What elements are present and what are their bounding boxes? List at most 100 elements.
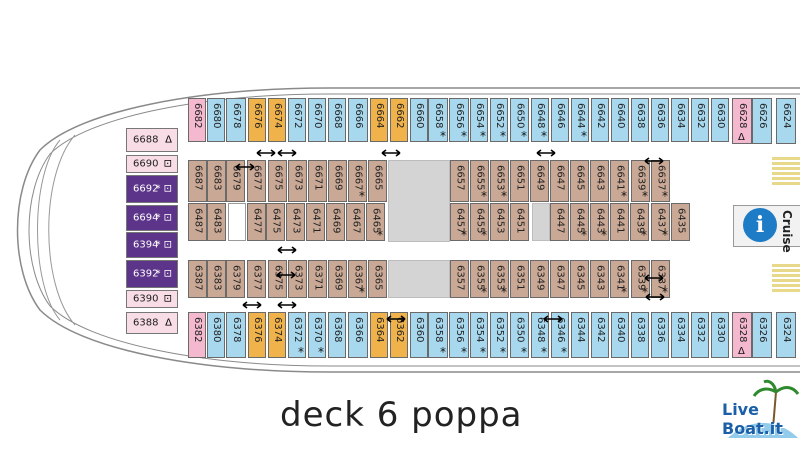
cabin-6369[interactable]: 6369 (328, 260, 347, 298)
cabin-6345[interactable]: 6345 (570, 260, 589, 298)
cabin-6655[interactable]: 6655* (470, 160, 489, 202)
cabin-6473[interactable]: 6473 (286, 203, 305, 241)
cabin-6344[interactable]: 6344 (571, 312, 589, 358)
cabin-6373[interactable]: 6373 (288, 260, 307, 298)
cabin-6654[interactable]: 6654* (470, 98, 488, 142)
cabin-6666[interactable]: 6666 (348, 98, 368, 142)
cabin-6350[interactable]: 6350* (510, 312, 529, 358)
cabin-6672[interactable]: 6672 (288, 98, 306, 142)
cabin-6351[interactable]: 6351 (510, 260, 529, 298)
cabin-6632[interactable]: 6632 (691, 98, 709, 142)
cabin-6348[interactable]: 6348* (531, 312, 549, 358)
cabin-6475[interactable]: 6475 (266, 203, 285, 241)
cabin-6645[interactable]: 6645 (570, 160, 589, 202)
cabin-6675[interactable]: 6675 (268, 160, 287, 202)
cabin-6638[interactable]: 6638 (631, 98, 649, 142)
cabin-6380[interactable]: 6380 (207, 312, 225, 358)
cabin-6648[interactable]: 6648* (531, 98, 549, 142)
cabin-6374[interactable]: 6374 (268, 312, 286, 358)
cabin-6637[interactable]: 6637* (651, 160, 670, 202)
cabin-6649[interactable]: 6649 (530, 160, 549, 202)
cabin-6471[interactable]: 6471 (306, 203, 325, 241)
cabin-6340[interactable]: 6340 (611, 312, 629, 358)
cabin-6687[interactable]: 6687 (188, 160, 207, 202)
cabin-6336[interactable]: 6336 (651, 312, 669, 358)
cabin-6360[interactable]: 6360 (410, 312, 428, 358)
cabin-6354[interactable]: 6354* (470, 312, 488, 358)
cabin-6445[interactable]: 6445* (570, 203, 589, 241)
cabin-6467[interactable]: 6467 (346, 203, 365, 241)
cabin-6439[interactable]: 6439* (630, 203, 649, 241)
cabin-6643[interactable]: 6643 (590, 160, 609, 202)
cabin-6334[interactable]: 6334 (671, 312, 689, 358)
cabin-6435[interactable]: 6435 (671, 203, 690, 241)
cabin-6377[interactable]: 6377 (247, 260, 266, 298)
cabin-6382[interactable]: 6382 (188, 312, 206, 358)
cabin-6346[interactable]: 6346* (551, 312, 569, 358)
cabin-6639[interactable]: 6639* (631, 160, 650, 202)
cabin-6477[interactable]: 6477 (247, 203, 266, 241)
cabin-6447[interactable]: 6447 (550, 203, 569, 241)
cabin-6441[interactable]: 6441 (610, 203, 629, 241)
cabin-6330[interactable]: 6330 (711, 312, 729, 358)
cabin-6364[interactable]: 6364 (370, 312, 388, 358)
cabin-6390[interactable]: 6390⊡ (126, 290, 178, 308)
cabin-6636[interactable]: 6636 (651, 98, 669, 142)
cabin-6658[interactable]: 6658* (428, 98, 448, 142)
cabin-6669[interactable]: 6669 (328, 160, 347, 202)
cabin-6371[interactable]: 6371 (308, 260, 327, 298)
cabin-6665[interactable]: 6665 (368, 160, 387, 202)
cabin-6355[interactable]: 6355* (470, 260, 489, 298)
cabin-6357[interactable]: 6357 (450, 260, 469, 298)
cabin-6483[interactable]: 6483 (207, 203, 226, 241)
cabin-6674[interactable]: 6674 (268, 98, 286, 142)
cabin-6626[interactable]: 6626 (752, 98, 772, 144)
cabin-6455[interactable]: 6455* (470, 203, 489, 241)
cabin-6657[interactable]: 6657 (450, 160, 469, 202)
cabin-6362[interactable]: 6362 (390, 312, 408, 358)
cabin-6383[interactable]: 6383 (207, 260, 226, 298)
cabin-6624[interactable]: 6624 (776, 98, 796, 144)
cabin-6653[interactable]: 6653* (490, 160, 509, 202)
cabin-6341[interactable]: 6341* (610, 260, 629, 298)
cabin-6465[interactable]: 6465* (366, 203, 385, 241)
cabin-6338[interactable]: 6338 (631, 312, 649, 358)
cabin-6641[interactable]: 6641* (610, 160, 629, 202)
cabin-6343[interactable]: 6343 (590, 260, 609, 298)
cabin-6667[interactable]: 6667* (348, 160, 367, 202)
cabin-6451[interactable]: 6451 (510, 203, 529, 241)
cabin-6356[interactable]: 6356* (449, 312, 469, 358)
cabin-6660[interactable]: 6660 (410, 98, 428, 142)
cabin-6326[interactable]: 6326 (752, 312, 772, 358)
cabin-6671[interactable]: 6671 (308, 160, 327, 202)
cabin-6332[interactable]: 6332 (691, 312, 709, 358)
cabin-6367[interactable]: 6367* (348, 260, 367, 298)
cabin-6353[interactable]: 6353* (490, 260, 509, 298)
cabin-6365[interactable]: 6365 (368, 260, 387, 298)
cabin-6664[interactable]: 6664 (370, 98, 388, 142)
cabin-6652[interactable]: 6652* (490, 98, 508, 142)
cabin-6376[interactable]: 6376 (248, 312, 266, 358)
cabin-6379[interactable]: 6379 (226, 260, 245, 298)
cabin-6366[interactable]: 6366 (348, 312, 368, 358)
cabin-6368[interactable]: 6368 (328, 312, 346, 358)
cabin-6487[interactable]: 6487 (188, 203, 207, 241)
cabin-6682[interactable]: 6682 (188, 98, 206, 142)
cabin-6678[interactable]: 6678 (226, 98, 246, 142)
cabin-6392[interactable]: 6392* ⊡ (126, 260, 178, 288)
cabin-6647[interactable]: 6647 (550, 160, 569, 202)
cabin-6358[interactable]: 6358* (428, 312, 448, 358)
cabin-6650[interactable]: 6650* (510, 98, 529, 142)
cabin-6677[interactable]: 6677 (247, 160, 266, 202)
cabin-6347[interactable]: 6347 (550, 260, 569, 298)
cabin-6644[interactable]: 6644* (571, 98, 589, 142)
cabin-6394[interactable]: 6394* ⊡ (126, 232, 178, 258)
cabin-6443[interactable]: 6443* (590, 203, 609, 241)
cabin-6339[interactable]: 6339* (631, 260, 650, 298)
cabin-6694[interactable]: 6694* ⊡ (126, 205, 178, 231)
cabin-6372[interactable]: 6372* (288, 312, 306, 358)
